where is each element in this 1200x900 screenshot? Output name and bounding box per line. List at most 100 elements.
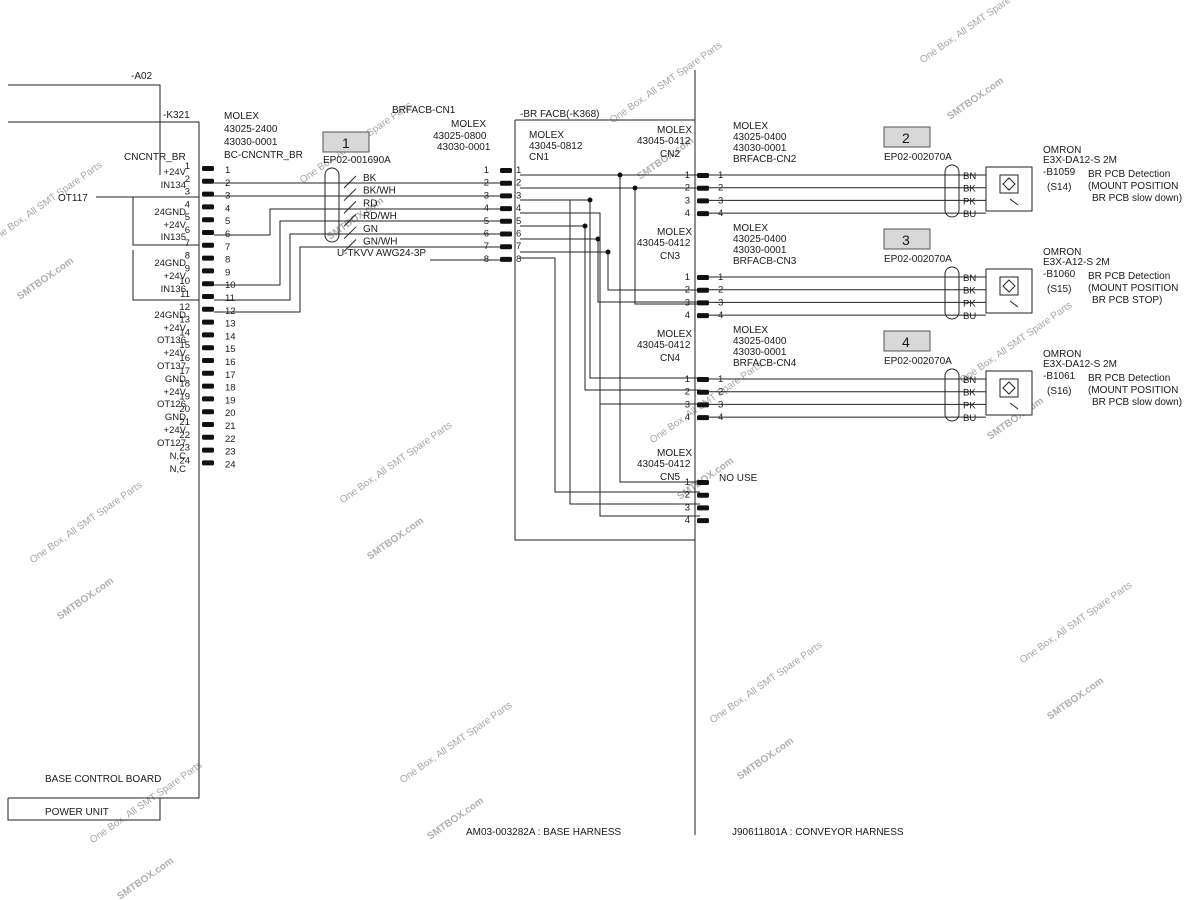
board-cn1-pin-8: 8: [516, 254, 521, 265]
sensor3-pos: (S16): [1047, 386, 1071, 397]
cn5-pin-2: 2: [685, 490, 690, 501]
cncntr-pin-left-16: 16: [179, 353, 190, 364]
cncntr-pin-16: [202, 358, 214, 363]
sensor3-icon-box: [999, 378, 1019, 398]
cncntr-pin-right-13: 13: [225, 319, 236, 330]
cn3-pin-mark-1: [697, 275, 709, 280]
sensor1-icon-box: [999, 174, 1019, 194]
cncntr-pin-right-23: 23: [225, 447, 236, 458]
board-trace-6: [520, 251, 700, 291]
cn5-pin-3: 3: [685, 502, 690, 513]
cncntr-pin-left-11: 11: [180, 289, 190, 300]
harness-wire-6: [214, 246, 500, 313]
cncntr-pin-right-9: 9: [225, 267, 230, 278]
cncntr-pin-left-19: 19: [179, 391, 190, 402]
cncntr-signal-17: GND: [165, 374, 186, 385]
sensor3-model: E3X-DA12-S 2M: [1043, 359, 1117, 370]
cn4-name: CN4: [660, 353, 680, 364]
cncntr-pin-11: [202, 294, 214, 299]
cable1-twist-5: [343, 239, 357, 252]
sensor2-plug-part1: 43025-0400: [733, 234, 787, 245]
board-cn1-part: 43045-0812: [529, 141, 583, 152]
cn2-pin-1: 1: [685, 170, 690, 181]
watermark-tagline-10: One Box, All SMT Spare Parts: [708, 640, 824, 726]
harness-wire-4: [214, 220, 500, 286]
cable1-color-1: BK/WH: [363, 186, 396, 197]
sensor3-wire-color-1: BN: [963, 375, 976, 386]
cncntr-pin-6: [202, 230, 214, 235]
sensor2-body: [985, 268, 1033, 314]
cn3-name: CN3: [660, 251, 680, 262]
trace-junction-3: [595, 236, 601, 242]
sensor1-ref-box: [883, 126, 931, 148]
sensor1-light-arrow-icon: [1009, 198, 1019, 206]
sensor1-wire-color-3: PK: [963, 196, 976, 207]
power-unit-label: POWER UNIT: [45, 807, 109, 818]
sensor1-plug-part1: 43025-0400: [733, 132, 787, 143]
sensor1-cable: EP02-002070A: [884, 152, 952, 163]
cn3-pin-mark-3: [697, 300, 709, 306]
sensor1-plug-maker: MOLEX: [733, 121, 768, 132]
sensor2-cable: EP02-002070A: [884, 254, 952, 265]
cn2-maker: MOLEX: [657, 125, 692, 136]
watermark-tagline-0: One Box, All SMT Spare Parts: [0, 160, 104, 246]
board-trace-5: [520, 238, 700, 303]
cncntr-pin-right-16: 16: [225, 357, 236, 368]
sensor3-cable: EP02-002070A: [884, 356, 952, 367]
cn4-pin-4: 4: [685, 412, 690, 423]
board-traces: [520, 172, 700, 517]
cn2-pin-2: 2: [685, 183, 690, 194]
footer-conveyor-harness: J90611801A : CONVEYOR HARNESS: [732, 827, 904, 838]
cncntr-pin-8: [202, 255, 214, 261]
cable1-color-0: BK: [363, 173, 377, 184]
cncntr-pin-left-4: 4: [185, 199, 190, 210]
bus-ot117-c: [132, 250, 199, 301]
sensor2-maker: OMRON: [1043, 247, 1081, 258]
cncntr-part2: 43030-0001: [224, 137, 278, 148]
cn5-maker: MOLEX: [657, 448, 692, 459]
cncntr-signal-24: N,C: [170, 464, 187, 475]
sensor1-id: -B1059: [1043, 167, 1076, 178]
cncntr-pin-right-17: 17: [225, 370, 236, 381]
cn5-pin-mark-4: [697, 518, 709, 524]
cncntr-pin-left-22: 22: [179, 430, 190, 441]
watermark-tagline-2: One Box, All SMT Spare Parts: [608, 40, 724, 126]
cncntr-signal-5: +24V: [164, 220, 187, 231]
cncntr-pin-right-10: 10: [225, 280, 236, 291]
cn2-pin-4: 4: [685, 208, 690, 219]
cncntr-pin-right-11: 11: [225, 293, 235, 304]
cncntr-pin-right-5: 5: [225, 216, 230, 227]
cncntr-pin-24: [202, 460, 214, 466]
sensor1-wire-color-1: BN: [963, 171, 976, 182]
cncntr-name: BC-CNCNTR_BR: [224, 150, 303, 161]
cncntr-pin-left-18: 18: [179, 379, 190, 390]
sensor3-sleeve: [944, 368, 960, 422]
cncntr-pin-23: [202, 447, 214, 453]
cncntr-pin-left-1: 1: [185, 161, 190, 172]
cn5-name: CN5: [660, 472, 680, 483]
sensor2-func1: BR PCB Detection: [1088, 271, 1170, 282]
cncntr-pin-left-3: 3: [185, 187, 190, 198]
watermark-brand-5: SMTBOX.com: [365, 515, 426, 562]
cn4-pin-mark-2: [697, 389, 709, 395]
bus-ot117-a: [132, 197, 199, 246]
cncntr-signal-22: OT127: [157, 438, 186, 449]
watermark-tagline-3: One Box, All SMT Spare Parts: [918, 0, 1034, 66]
cable1-color-3: RD/WH: [363, 211, 397, 222]
cable1-twist-1: [343, 188, 357, 202]
brfacb-cn1-pin-6: [500, 231, 512, 237]
cncntr-signal-20: GND: [165, 412, 186, 423]
cncntr-pin-right-7: 7: [225, 242, 230, 253]
trace-junction-5: [587, 197, 593, 203]
cncntr-pin-left-9: 9: [185, 263, 190, 274]
watermark-brand-3: SMTBOX.com: [945, 75, 1006, 122]
cncntr-pin-right-8: 8: [225, 255, 230, 266]
cncntr-pin-right-21: 21: [225, 421, 236, 432]
sensor2-ref: 3: [902, 232, 910, 248]
cncntr-pin-right-20: 20: [225, 408, 236, 419]
cable1-twist-3: [343, 213, 357, 227]
cncntr-pin-20: [202, 409, 214, 415]
watermark-tagline-9: One Box, All SMT Spare Parts: [398, 700, 514, 786]
